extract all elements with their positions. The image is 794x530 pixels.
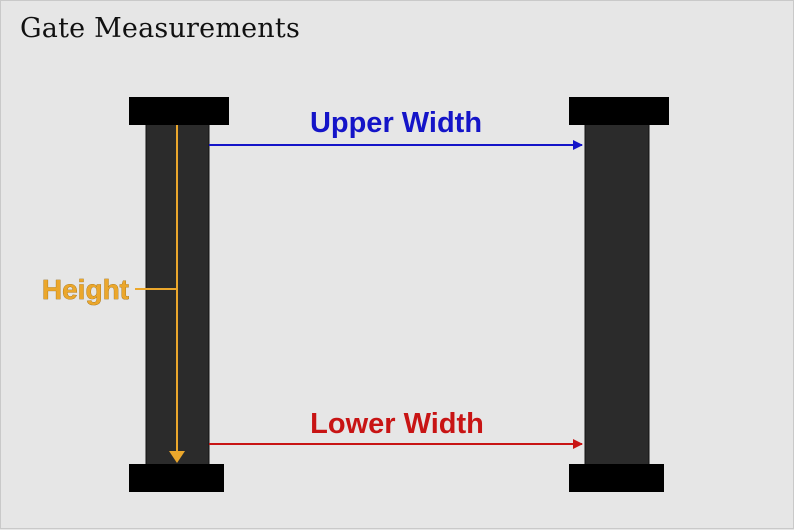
- left-post: [129, 97, 229, 492]
- right-post-body: [584, 120, 650, 472]
- left-post-top-cap: [129, 97, 229, 125]
- page-title: Gate Measurements: [20, 13, 301, 44]
- upper-width-label: Upper Width: [310, 107, 482, 139]
- height-label: Height: [42, 274, 129, 305]
- right-post: [569, 97, 669, 492]
- lower-width-label: Lower Width: [310, 408, 484, 440]
- right-post-top-cap: [569, 97, 669, 125]
- right-post-bottom-cap: [569, 464, 664, 492]
- left-post-bottom-cap: [129, 464, 224, 492]
